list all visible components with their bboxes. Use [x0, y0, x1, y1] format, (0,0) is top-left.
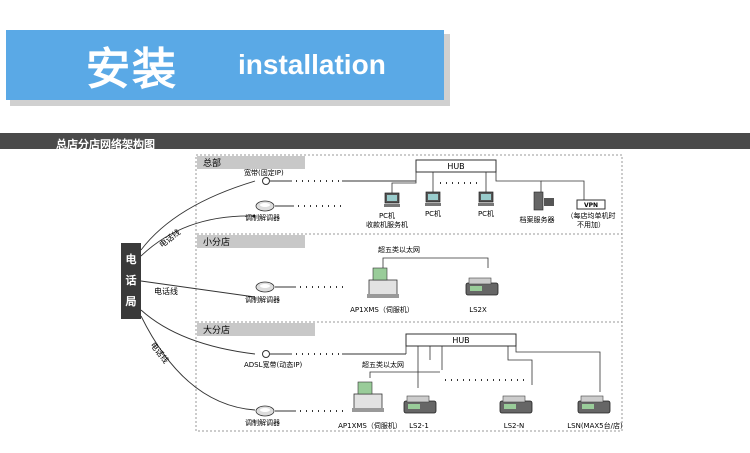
large-hub-label: HUB — [452, 336, 469, 345]
large-adsl-label: ADSL宽带(动态IP) — [244, 360, 303, 369]
section-title: 总店分店网络架构图 — [56, 138, 155, 151]
hq-hub — [415, 159, 497, 173]
large-scale3-label: LSN(MAX5台/店) — [567, 421, 623, 430]
hq-zone-bar — [197, 156, 305, 169]
hq-vpn-note-line1: （每店均单机时 — [567, 211, 616, 220]
small-device1-label: AP1XMS（伺服机） — [350, 305, 414, 314]
network-diagram: 电 话 局 电话线 电话线 电话线 总部 宽带(固定IP) 调制解调器 HUB … — [121, 154, 623, 432]
small-device2-label: LS2X — [469, 306, 487, 314]
exchange-char-1: 电 — [126, 252, 137, 266]
exchange-char-2: 话 — [126, 273, 137, 287]
small-modem-label: 调制解调器 — [245, 295, 280, 304]
hq-pc-label: PC机 — [425, 209, 441, 218]
large-cable-label: 超五类以太网 — [362, 360, 404, 369]
banner-title-cn: 安装 — [86, 44, 178, 95]
hq-label: 总部 — [203, 157, 221, 169]
vpn-box — [576, 199, 606, 210]
small-label: 小分店 — [203, 236, 230, 248]
large-label: 大分店 — [203, 324, 230, 336]
hq-pc-cashier-line1: PC机 — [379, 211, 395, 220]
phone-line-label-3: 电话线 — [148, 340, 171, 365]
phone-line-label-1: 电话线 — [157, 227, 182, 250]
banner-title-en: installation — [238, 49, 386, 80]
hq-vpn-label: VPN — [584, 202, 598, 209]
diagram-frame — [195, 154, 623, 432]
large-modem-label: 调制解调器 — [245, 418, 280, 427]
hq-archive-server-label: 档案服务器 — [520, 215, 555, 224]
section-header: 总店分店网络架构图 — [0, 133, 750, 151]
hq-pc-label-2: PC机 — [478, 209, 494, 218]
large-device1-label: AP1XMS（伺服机） — [338, 421, 402, 430]
hq-hub-label: HUB — [447, 162, 464, 171]
hq-broadband-label: 宽带(固定IP) — [244, 168, 284, 177]
installation-banner: 安装 installation — [6, 30, 444, 100]
large-hub — [405, 333, 517, 347]
phone-line-label-2: 电话线 — [154, 286, 178, 296]
hq-pc-cashier-line2: 收款机服务机 — [366, 220, 408, 229]
large-scale2-label: LS2-N — [504, 422, 525, 430]
telephone-exchange: 电 话 局 — [121, 243, 141, 319]
large-zone-bar — [197, 323, 315, 336]
large-scale1-label: LS2-1 — [409, 422, 429, 430]
hq-modem-label: 调制解调器 — [245, 213, 280, 222]
hq-vpn-note-line2: 不用加） — [577, 220, 605, 229]
small-zone-bar — [197, 235, 305, 248]
trunk-lines — [140, 180, 256, 411]
exchange-char-3: 局 — [125, 295, 137, 308]
small-cable-label: 超五类以太网 — [378, 245, 420, 254]
archive-server-icon — [533, 191, 554, 211]
